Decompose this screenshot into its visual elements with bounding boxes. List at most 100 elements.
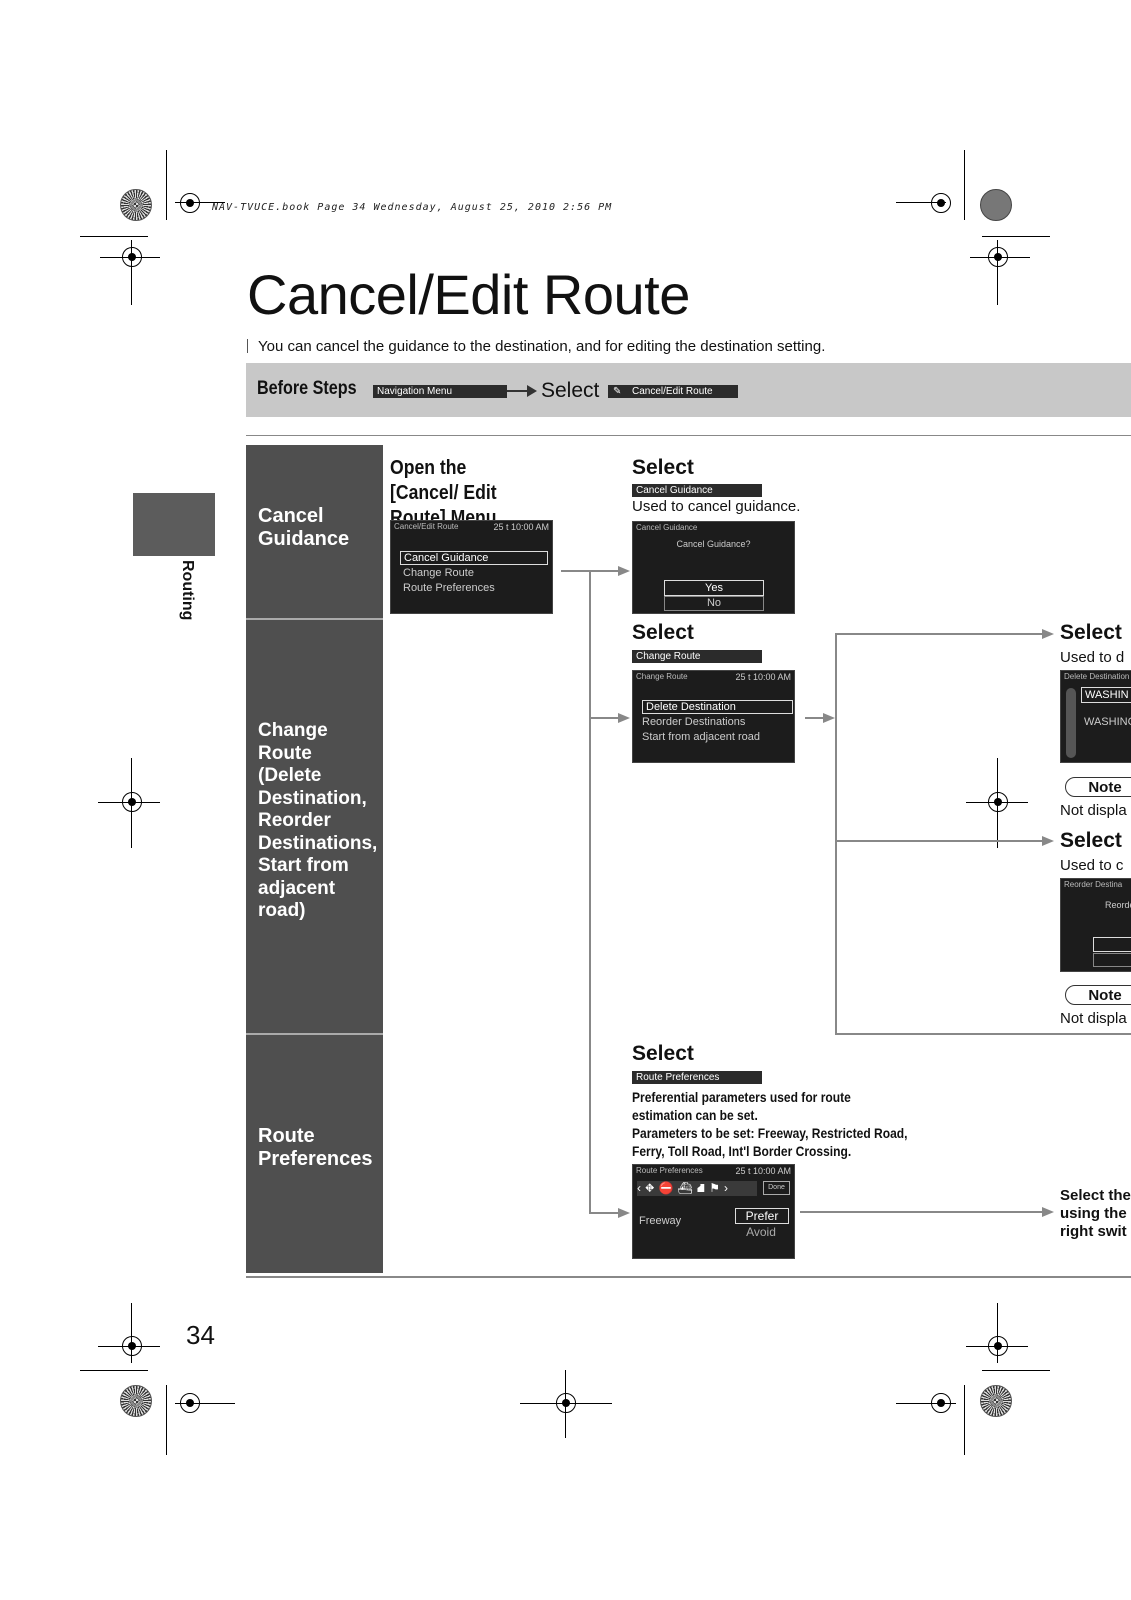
destination-item-2[interactable]: WASHING (1084, 716, 1131, 728)
instruction-line: Select the (1060, 1187, 1131, 1204)
screen-title: Route Preferences (636, 1166, 703, 1175)
row-header-label: Route Preferences (258, 1125, 373, 1170)
freeway-icon[interactable]: ⛖ (645, 1181, 659, 1195)
preference-icon-bar[interactable]: ‹⛖⛔⛴⛘⚑› (637, 1181, 757, 1196)
flow-line (589, 717, 621, 719)
crop-line (966, 802, 1028, 803)
flow-line (561, 570, 591, 572)
route-preferences-screen: Route Preferences 25 t 10:00 AM ‹⛖⛔⛴⛘⚑› … (632, 1164, 795, 1259)
route-preferences-chip: Route Preferences (632, 1071, 762, 1084)
crop-line (565, 1370, 566, 1438)
reorder-option-1[interactable] (1093, 937, 1131, 952)
toll-road-icon[interactable]: ⛘ (696, 1181, 710, 1195)
flow-line (805, 717, 825, 719)
page-number: 34 (186, 1320, 215, 1350)
note-text: Not displa (1060, 1010, 1127, 1027)
flow-arrow-icon (1042, 1207, 1054, 1217)
menu-item-delete-destination[interactable]: Delete Destination (642, 700, 793, 714)
desc-line: Parameters to be set: Freeway, Restricte… (632, 1125, 908, 1141)
row-header-route-preferences: Route Preferences (246, 1035, 383, 1273)
screen-clock: 25 t 10:00 AM (735, 1166, 791, 1176)
note-text: Not displa (1060, 802, 1127, 819)
intro-bullet-bar (247, 339, 248, 353)
border-crossing-icon[interactable]: ⚑ (709, 1181, 724, 1195)
note-badge: Note (1065, 777, 1131, 797)
crop-line (966, 1346, 1028, 1347)
restricted-road-icon[interactable]: ⛔ (658, 1181, 678, 1195)
step-arrow-icon (527, 385, 537, 397)
crop-line (98, 802, 160, 803)
reorder-destinations-screen: Reorder Destina Reorde (1060, 878, 1131, 972)
scroll-track[interactable] (1066, 688, 1076, 758)
navigation-menu-chip: Navigation Menu (373, 385, 507, 398)
crop-line (970, 257, 1030, 258)
desc-line: Preferential parameters used for route (632, 1089, 851, 1105)
row-header-label: Cancel Guidance (258, 505, 350, 550)
chevron-right-icon[interactable]: › (724, 1181, 732, 1195)
registration-ball-icon (980, 189, 1012, 221)
yes-button[interactable]: Yes (664, 580, 764, 596)
instruction-line: using the (1060, 1205, 1127, 1222)
reorder-text: Reorde (1105, 900, 1131, 910)
crop-line (982, 1370, 1050, 1371)
before-steps-label: Before Steps (257, 378, 357, 399)
delete-destination-screen: Delete Destination WASHIN WASHING (1060, 670, 1131, 763)
crop-line (131, 240, 132, 305)
menu-item-start-from-adjacent-road[interactable]: Start from adjacent road (642, 731, 761, 743)
chevron-left-icon[interactable]: ‹ (637, 1181, 645, 1195)
section-tab (133, 493, 215, 556)
reorder-option-2[interactable] (1093, 953, 1131, 967)
crop-line (964, 150, 965, 220)
row-header-label: Change Route (Delete Destination, Reorde… (258, 720, 378, 921)
intro-text: You can cancel the guidance to the desti… (247, 338, 825, 355)
screen-title: Cancel/Edit Route (394, 522, 459, 531)
cancel-edit-route-screen: Cancel/Edit Route 25 t 10:00 AM Cancel G… (390, 520, 553, 614)
menu-item-route-preferences[interactable]: Route Preferences (403, 582, 495, 594)
row-separator (246, 618, 383, 620)
flow-arrow-icon (618, 713, 630, 723)
cancel-edit-route-chip-label: Cancel/Edit Route (632, 386, 713, 397)
select-change-route-heading: Select (632, 621, 694, 644)
registration-sunburst-icon (120, 1385, 152, 1417)
select-route-preferences-heading: Select (632, 1042, 694, 1065)
crop-line (997, 1303, 998, 1363)
flow-line (589, 570, 591, 1213)
menu-item-cancel-guidance[interactable]: Cancel Guidance (400, 551, 548, 565)
crop-line (100, 257, 160, 258)
desc-line: estimation can be set. (632, 1107, 758, 1123)
intro-text-content: You can cancel the guidance to the desti… (258, 338, 826, 355)
delete-desc: Used to d (1060, 649, 1125, 666)
crop-line (997, 758, 998, 848)
crop-line (80, 236, 148, 237)
cancel-guidance-screen: Cancel Guidance Cancel Guidance? Yes No (632, 521, 795, 614)
no-button[interactable]: No (664, 596, 764, 611)
crop-line (175, 1403, 235, 1404)
row-separator (246, 1033, 383, 1035)
screen-title: Reorder Destina (1064, 880, 1123, 889)
route-edit-icon: ✎ (613, 386, 622, 397)
crop-line (98, 1346, 160, 1347)
done-button[interactable]: Done (763, 1181, 790, 1195)
registration-mark-icon (180, 193, 200, 213)
prefer-option[interactable]: Prefer (735, 1208, 789, 1224)
right-column-clip: Select Used to d Delete Destination WASH… (1060, 0, 1131, 1600)
destination-item-1[interactable]: WASHIN (1081, 687, 1131, 703)
before-steps-select: Select (541, 379, 600, 402)
row-header-cancel-guidance: Cancel Guidance (246, 445, 383, 618)
change-route-chip: Change Route (632, 650, 762, 663)
ferry-icon[interactable]: ⛴ (677, 1181, 697, 1195)
flow-line (800, 1211, 1045, 1213)
cancel-guidance-question: Cancel Guidance? (676, 539, 751, 549)
avoid-option[interactable]: Avoid (746, 1225, 776, 1239)
menu-item-reorder-destinations[interactable]: Reorder Destinations (642, 716, 746, 728)
crop-line (982, 236, 1050, 237)
flow-arrow-icon (618, 1208, 630, 1218)
screen-clock: 25 t 10:00 AM (735, 672, 791, 682)
crop-line (520, 1403, 612, 1404)
section-tab-label: Routing (179, 560, 196, 621)
screen-title: Cancel Guidance (636, 523, 698, 532)
flow-line (835, 633, 1045, 635)
crop-line (166, 150, 167, 220)
menu-item-change-route[interactable]: Change Route (403, 567, 474, 579)
cancel-guidance-chip: Cancel Guidance (632, 484, 762, 497)
